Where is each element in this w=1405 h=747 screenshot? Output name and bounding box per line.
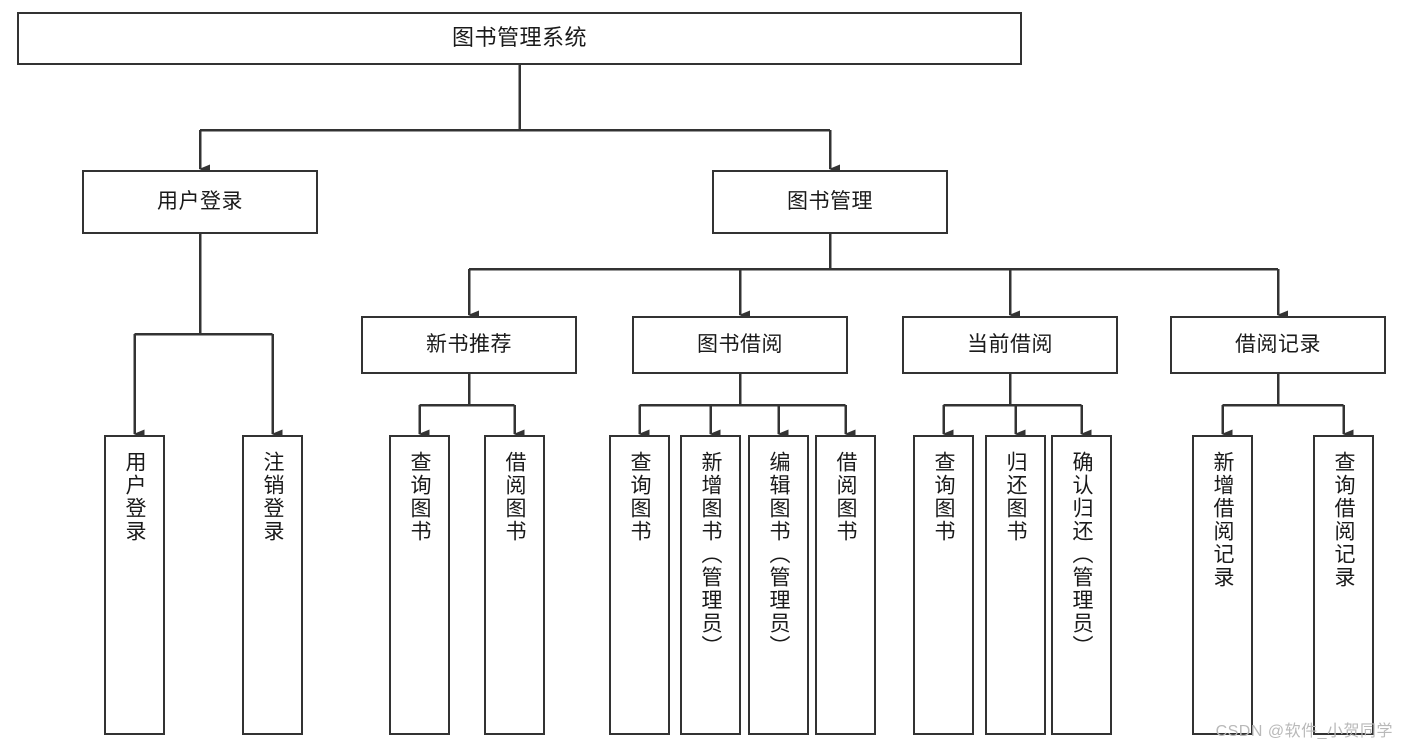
- node-label: 注销登录: [261, 451, 284, 543]
- node-user-login[interactable]: 用户登录: [82, 170, 318, 234]
- node-leaf-add-record[interactable]: 新增借阅记录: [1192, 435, 1253, 735]
- node-label: 归还图书: [1004, 451, 1027, 543]
- node-label: 借阅图书: [503, 451, 526, 543]
- node-label: 图书借阅: [697, 333, 783, 357]
- node-label: 新增图书（管理员）: [699, 451, 722, 658]
- node-leaf-query-book-1[interactable]: 查询图书: [389, 435, 450, 735]
- node-book-manage[interactable]: 图书管理: [712, 170, 948, 234]
- node-leaf-borrow-book-2[interactable]: 借阅图书: [815, 435, 876, 735]
- node-leaf-return-book[interactable]: 归还图书: [985, 435, 1046, 735]
- node-label: 借阅图书: [834, 451, 857, 543]
- node-root[interactable]: 图书管理系统: [17, 12, 1022, 65]
- node-label: 查询图书: [408, 451, 431, 543]
- node-label: 图书管理: [787, 190, 873, 214]
- node-leaf-edit-book[interactable]: 编辑图书（管理员）: [748, 435, 809, 735]
- node-new-book-rec[interactable]: 新书推荐: [361, 316, 577, 374]
- node-leaf-add-book[interactable]: 新增图书（管理员）: [680, 435, 741, 735]
- node-leaf-confirm-return[interactable]: 确认归还（管理员）: [1051, 435, 1112, 735]
- node-label: 查询图书: [628, 451, 651, 543]
- node-leaf-query-book-2[interactable]: 查询图书: [609, 435, 670, 735]
- node-label: 图书管理系统: [451, 25, 587, 51]
- node-label: 用户登录: [123, 451, 146, 543]
- node-label: 查询图书: [932, 451, 955, 543]
- node-label: 当前借阅: [967, 333, 1053, 357]
- node-label: 借阅记录: [1235, 333, 1321, 357]
- node-label: 新增借阅记录: [1211, 451, 1234, 589]
- node-leaf-borrow-book-1[interactable]: 借阅图书: [484, 435, 545, 735]
- node-borrow-record[interactable]: 借阅记录: [1170, 316, 1386, 374]
- node-leaf-logout[interactable]: 注销登录: [242, 435, 303, 735]
- node-current-borrow[interactable]: 当前借阅: [902, 316, 1118, 374]
- node-label: 查询借阅记录: [1332, 451, 1355, 589]
- node-book-borrow[interactable]: 图书借阅: [632, 316, 848, 374]
- node-label: 用户登录: [157, 190, 243, 214]
- node-leaf-query-book-3[interactable]: 查询图书: [913, 435, 974, 735]
- node-leaf-query-record[interactable]: 查询借阅记录: [1313, 435, 1374, 735]
- node-leaf-user-login[interactable]: 用户登录: [104, 435, 165, 735]
- node-label: 确认归还（管理员）: [1070, 451, 1093, 658]
- node-label: 新书推荐: [426, 333, 512, 357]
- node-label: 编辑图书（管理员）: [767, 451, 790, 658]
- connector-lines: [133, 65, 1354, 439]
- watermark: CSDN @软件_小贺同学: [1215, 723, 1393, 740]
